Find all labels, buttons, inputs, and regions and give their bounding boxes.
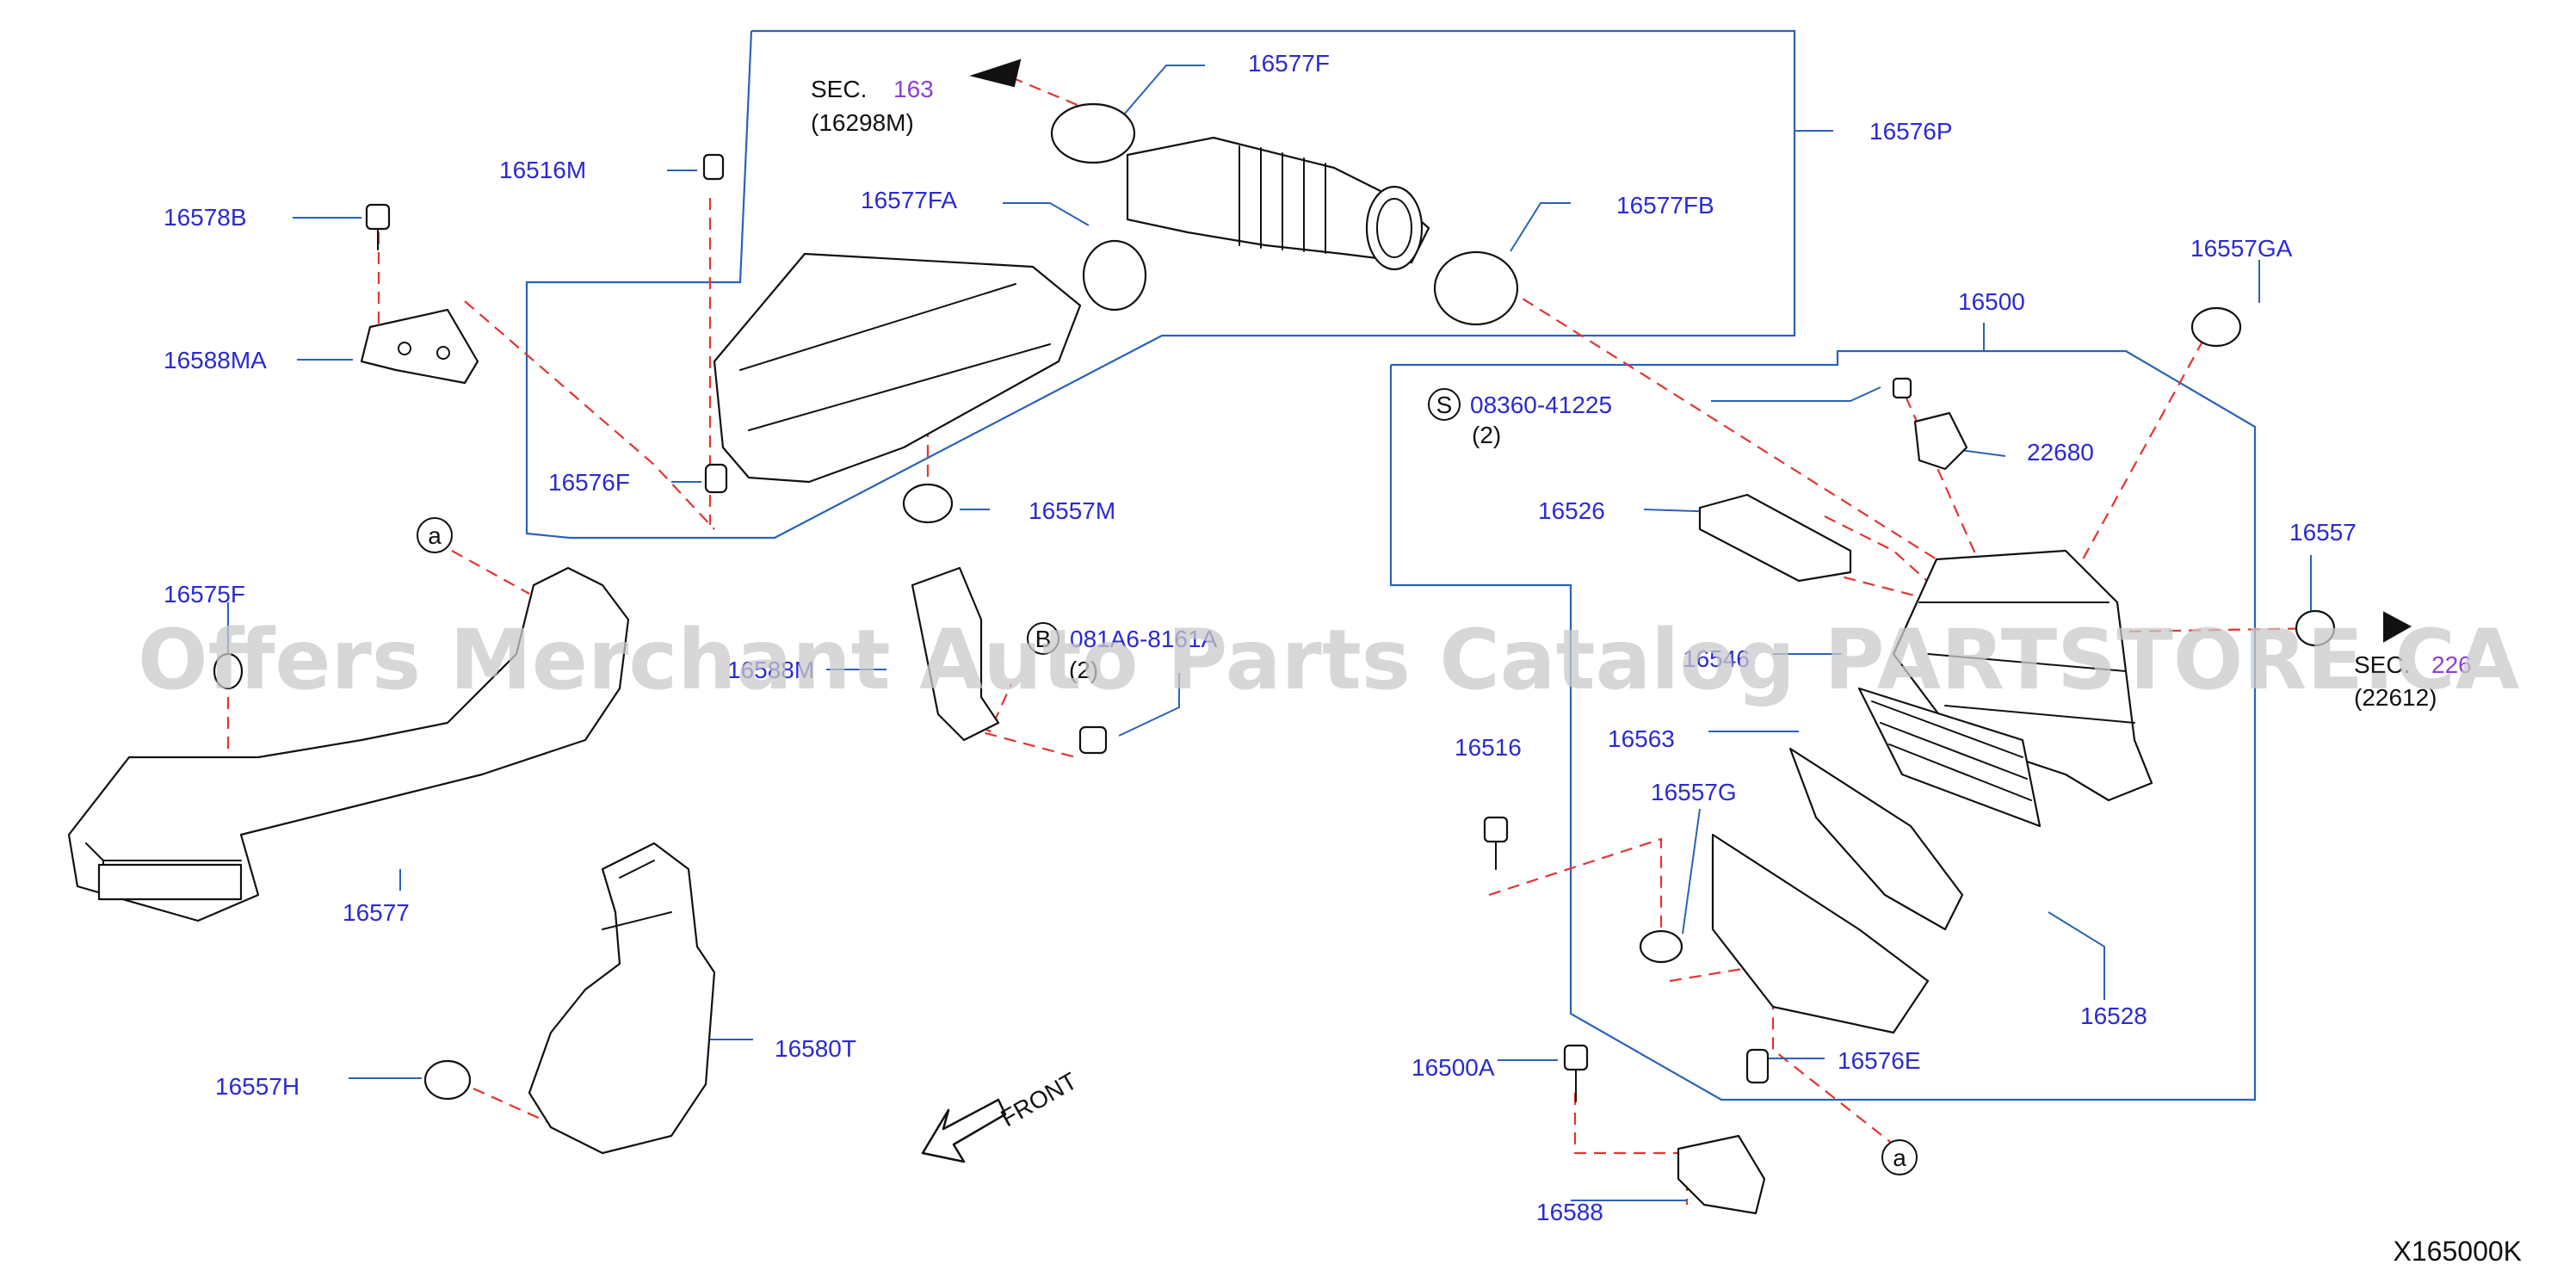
s-bolt-number[interactable]: 08360-41225: [1470, 392, 1612, 418]
sec-226-number[interactable]: 226: [2431, 651, 2472, 678]
part-label-16577F[interactable]: 16577F: [1248, 50, 1330, 77]
s-bolt-symbol: S: [1436, 392, 1453, 418]
b-bolt-qty: (2): [1069, 657, 1098, 683]
part-label-16580T[interactable]: 16580T: [775, 1035, 856, 1062]
part-label-16500A[interactable]: 16500A: [1412, 1054, 1495, 1081]
sec-163-sub: (16298M): [811, 109, 914, 136]
part-label-16588M[interactable]: 16588M: [727, 657, 814, 683]
sec-163-arrow: [969, 59, 1022, 88]
part-label-22680[interactable]: 22680: [2027, 439, 2094, 466]
assembly-box-16576P: [525, 29, 1796, 540]
b-bolt-symbol-circle: [1027, 622, 1059, 655]
sec-226-prefix: SEC.: [2354, 651, 2410, 678]
part-drawings: [67, 102, 2336, 1215]
front-arrow: [921, 1098, 1007, 1163]
ref-marker-a-bottom: a: [1893, 1144, 1906, 1171]
sec-163-number[interactable]: 163: [893, 76, 934, 102]
front-label: FRONT: [997, 1067, 1082, 1132]
leader-lines: [227, 65, 2312, 1201]
part-label-16500[interactable]: 16500: [1958, 288, 2025, 315]
part-label-16577[interactable]: 16577: [343, 899, 410, 926]
part-label-16557[interactable]: 16557: [2289, 519, 2357, 546]
b-bolt-symbol: B: [1035, 626, 1052, 652]
s-bolt-qty: (2): [1472, 422, 1501, 448]
sec-163-prefix: SEC.: [811, 76, 867, 102]
part-label-16588[interactable]: 16588: [1536, 1199, 1603, 1225]
part-label-16577FB[interactable]: 16577FB: [1616, 192, 1714, 219]
diagram-code: X165000K: [2394, 1236, 2522, 1267]
sec-226-arrow: [2383, 611, 2412, 643]
assembly-box-16500: [1389, 349, 2257, 1101]
part-label-16577FA[interactable]: 16577FA: [861, 187, 957, 213]
part-label-16575F[interactable]: 16575F: [164, 581, 245, 608]
part-label-16546[interactable]: 16546: [1683, 645, 1750, 672]
sec-226-sub: (22612): [2354, 684, 2437, 711]
part-label-16576F[interactable]: 16576F: [548, 469, 630, 496]
ref-marker-a-top: a: [428, 522, 442, 549]
watermark-text: Offers Merchant Auto Parts Catalog PARTS…: [138, 612, 2519, 708]
part-label-16557GA[interactable]: 16557GA: [2190, 235, 2293, 262]
b-bolt-number[interactable]: 081A6-8161A: [1070, 626, 1218, 652]
part-label-16557H[interactable]: 16557H: [215, 1073, 300, 1100]
part-label-16578B[interactable]: 16578B: [164, 204, 247, 231]
part-label-16563[interactable]: 16563: [1608, 725, 1675, 752]
part-label-16516M[interactable]: 16516M: [499, 157, 586, 183]
part-label-16526[interactable]: 16526: [1538, 497, 1605, 524]
part-label-16557G[interactable]: 16557G: [1651, 779, 1737, 805]
part-label-16588MA[interactable]: 16588MA: [164, 347, 267, 373]
part-label-16576E[interactable]: 16576E: [1838, 1047, 1921, 1074]
part-label-16516[interactable]: 16516: [1455, 734, 1522, 761]
part-label-16576P[interactable]: 16576P: [1869, 118, 1953, 145]
part-label-16528[interactable]: 16528: [2080, 1002, 2147, 1029]
part-label-16557M[interactable]: 16557M: [1029, 497, 1115, 524]
ref-marker-a-top-circle: [417, 517, 453, 553]
ref-marker-a-bottom-circle: [1881, 1139, 1918, 1175]
s-bolt-symbol-circle: [1428, 388, 1461, 421]
